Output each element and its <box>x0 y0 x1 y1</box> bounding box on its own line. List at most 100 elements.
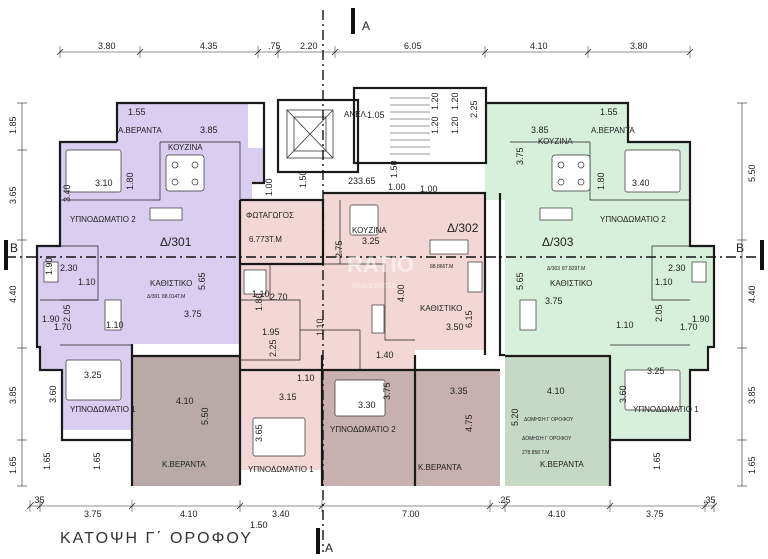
veranda-301-fill <box>132 356 240 486</box>
section-marker-a-bottom <box>316 528 320 554</box>
a303-note3: 278.858 T.M <box>522 450 549 456</box>
a303-dim-17: 5.20 <box>510 408 520 426</box>
core-dim-5: 1.20 <box>450 116 460 134</box>
exterior-walls <box>35 86 716 486</box>
a303-dim-1: 3.85 <box>531 125 549 135</box>
a303-dim-6: 5.65 <box>515 272 525 290</box>
a303-area-label: Δ/303 <box>547 266 560 272</box>
section-label-a-bottom: A <box>325 541 333 555</box>
dim-left-5: 1.65 <box>8 456 18 474</box>
core-dim-4: 1.20 <box>450 92 460 110</box>
a302-veranda-k: Κ.ΒΕΡΑΝΤΑ <box>418 463 462 472</box>
a301-living: ΚΑΘΙΣΤΙΚΟ <box>150 279 192 288</box>
section-label-a-top: A <box>362 19 370 33</box>
a302-dim-20: 1.00 <box>420 184 438 194</box>
dim-top-3: .75 <box>268 41 281 51</box>
section-marker-b-right <box>760 240 764 270</box>
a302-dim-7: 2.25 <box>268 339 278 357</box>
veranda-303-fill <box>505 356 610 486</box>
a301-veranda-k: Κ.ΒΕΡΑΝΤΑ <box>162 460 206 469</box>
a302-dim-15: 4.75 <box>464 414 474 432</box>
section-label-b-left: B <box>10 241 18 255</box>
dim-top-5: 6.05 <box>404 41 422 51</box>
lift <box>286 109 334 159</box>
dim-bottom-3: 4.10 <box>180 509 198 519</box>
dim-left-1: 1.85 <box>8 116 18 134</box>
a302-dim-17: 4.00 <box>396 284 406 302</box>
core-dim-2: 1.20 <box>430 92 440 110</box>
a302-area: 88.866T.M <box>430 264 453 270</box>
a302-dim-3: 1.10 <box>252 289 270 299</box>
a302-dim-13: 3.75 <box>382 382 392 400</box>
a303-dim-11: 1.70 <box>680 322 698 332</box>
a301-dim-6: 2.30 <box>60 263 78 273</box>
dim-bottom-2: 3.75 <box>84 509 102 519</box>
a301-dim-2: 3.85 <box>200 125 218 135</box>
dimension-chain-top <box>56 46 694 58</box>
a303-dim-15: 3.60 <box>618 385 628 403</box>
a302-dim-2: 3.25 <box>362 236 380 246</box>
dimension-chain-bottom <box>26 500 718 512</box>
a301-dim-20: 1.90 <box>44 257 54 275</box>
a303-dim-18: 1.65 <box>652 452 662 470</box>
core-lift-label: ΑΝΕΛ. <box>344 110 368 119</box>
a301-dim-7: 1.10 <box>78 277 96 287</box>
a303-bedroom2: ΥΠΝΟΔΩΜΑΤΙΟ 2 <box>600 215 666 224</box>
a301-dim-11: 1.70 <box>54 322 72 332</box>
a301-name: Δ/301 <box>160 235 192 249</box>
a302-dim-16: 3.65 <box>254 424 264 442</box>
a301-dim-14: 3.25 <box>84 370 102 380</box>
a302-dim-9: 1.10 <box>315 318 325 336</box>
dim-top-6: 4.10 <box>530 41 548 51</box>
dimension-chain-right <box>737 102 747 487</box>
dim-bottom-8: 3.75 <box>646 509 664 519</box>
a303-veranda-top: Α.ΒΕΡΑΝΤΑ <box>591 126 635 135</box>
dim-left-4: 3.85 <box>8 386 18 404</box>
apartment-302-fill <box>240 193 485 470</box>
a302-dim-14: 3.35 <box>450 386 468 396</box>
a303-living: ΚΑΘΙΣΤΙΚΟ <box>550 279 592 288</box>
a302-dim-5: 2.70 <box>270 292 288 302</box>
a303-dim-2: 1.55 <box>600 107 618 117</box>
a303-dim-12: 1.10 <box>616 320 634 330</box>
a301-dim-15: 3.60 <box>48 385 58 403</box>
dim-bottom-7: 4.10 <box>548 509 566 519</box>
a301-veranda-top: Α.ΒΕΡΑΝΤΑ <box>118 126 162 135</box>
a303-area: 87.829T.M <box>562 266 585 272</box>
a301-dim-4: 1.80 <box>125 172 135 190</box>
a301-dim-5: 3.40 <box>62 184 72 202</box>
a303-dim-4: 3.40 <box>632 178 650 188</box>
dimension-chain-left <box>17 102 27 487</box>
a303-note2: ΔΟΜΗΣΗ Γ ΟΡΟΦΟΥ <box>522 436 572 442</box>
dim-left-2: 3.65 <box>8 186 18 204</box>
a302-photo-area: 6.773T.M <box>249 235 282 244</box>
a301-dim-12: 1.10 <box>106 320 124 330</box>
dim-top-4: 2.20 <box>300 41 318 51</box>
dim-top-2: 4.35 <box>200 41 218 51</box>
core-dim-3: 1.20 <box>430 116 440 134</box>
a302-dim-1: 2.75 <box>334 240 344 258</box>
section-marker-b-left <box>4 240 8 270</box>
a303-dim-10: 1.90 <box>692 314 710 324</box>
a303-dim-3: 3.75 <box>515 147 525 165</box>
section-marker-a-top <box>351 8 355 34</box>
dim-right-4: 1.65 <box>747 456 757 474</box>
core-dim-6: 2.25 <box>469 100 479 118</box>
a303-dim-7: 2.30 <box>668 263 686 273</box>
a303-name: Δ/303 <box>542 235 574 249</box>
a302-photo: ΦΩΤΑΓΩΓΟΣ <box>246 211 294 220</box>
dim-top-1: 3.80 <box>98 41 116 51</box>
a301-kitchen: ΚΟΥΖΙΝΑ <box>168 143 203 152</box>
a301-dim-19: 1.65 <box>92 452 102 470</box>
watermark-word: RATIO <box>347 252 414 277</box>
a302-kitchen: ΚΟΥΖΙΝΑ <box>352 226 387 235</box>
watermark-sub: REAL ESTATES <box>352 284 396 290</box>
core-dim-11: 1.00 <box>388 182 406 192</box>
a301-dim-16: 4.10 <box>176 396 194 406</box>
a301-dim-10: 1.90 <box>42 314 60 324</box>
a301-dim-8: 5.65 <box>197 272 207 290</box>
a302-bedroom2: ΥΠΝΟΔΩΜΑΤΙΟ 2 <box>330 425 396 434</box>
a303-bedroom1: ΥΠΝΟΔΩΜΑΤΙΟ 1 <box>633 405 699 414</box>
dim-bottom-5: 7.00 <box>402 509 420 519</box>
